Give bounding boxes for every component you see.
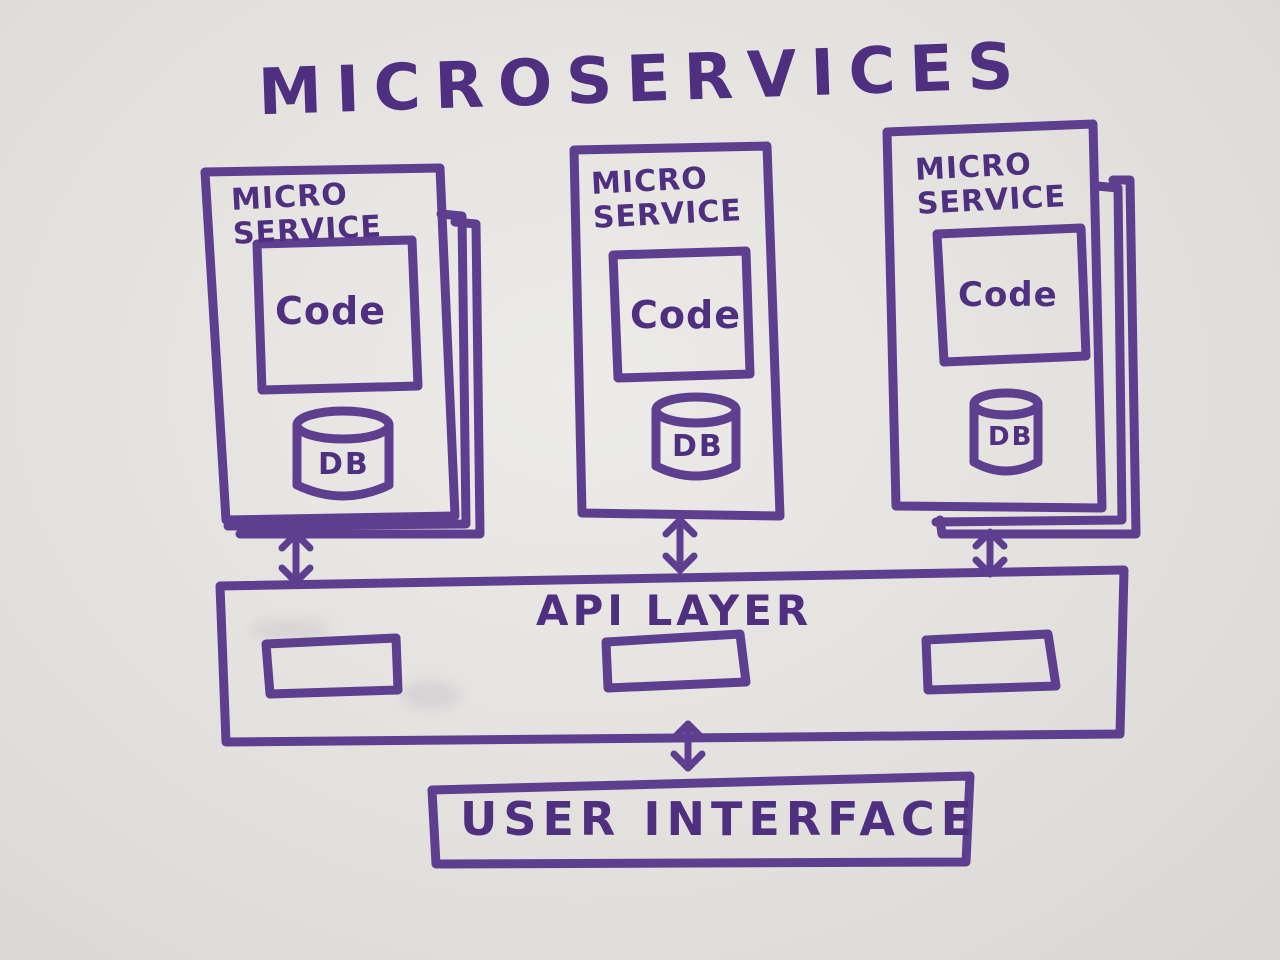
microservice-2-frame	[569, 141, 785, 521]
user-interface-label: USER INTERFACE	[460, 792, 979, 846]
microservice-3-frame	[882, 119, 1141, 539]
db-cylinder-3	[969, 388, 1043, 476]
microservice-1-title: MICRO SERVICE	[230, 176, 383, 252]
user-interface-frame	[427, 771, 975, 869]
microservice-1-db-label: DB	[318, 447, 370, 482]
microservice-3-title: MICRO SERVICE	[914, 146, 1067, 222]
microservice-2-db-label: DB	[672, 429, 724, 464]
api-slot-2	[601, 629, 751, 693]
code-box-3	[932, 223, 1091, 367]
code-box-1	[252, 235, 423, 395]
api-slot-3	[921, 629, 1061, 695]
db-cylinder-1	[292, 406, 394, 501]
microservice-1-code-label: Code	[275, 289, 386, 333]
db-cylinder-2	[651, 392, 741, 481]
api-layer-frame	[215, 565, 1129, 747]
code-box-2	[608, 246, 755, 383]
arrow-api-ui	[670, 720, 706, 772]
microservice-2-title: MICRO SERVICE	[590, 160, 743, 236]
api-slot-1	[261, 633, 403, 699]
eraser-smudge	[250, 620, 330, 640]
microservice-3-db-label: DB	[988, 422, 1034, 452]
microservice-1-frame	[200, 163, 485, 539]
microservice-2-code-label: Code	[630, 293, 741, 337]
arrow-service-2-api	[662, 516, 698, 574]
api-layer-label: API LAYER	[536, 586, 813, 635]
arrow-service-1-api	[278, 530, 314, 586]
microservice-3-code-label: Code	[958, 275, 1058, 315]
eraser-smudge	[400, 680, 460, 710]
